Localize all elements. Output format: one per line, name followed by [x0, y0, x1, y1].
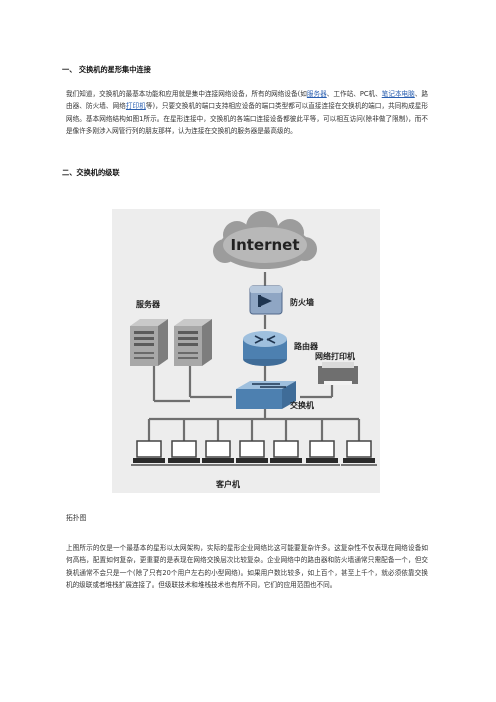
- internet-label: Internet: [230, 236, 299, 254]
- client-computer-icon: [341, 440, 377, 466]
- p1-text-d: 、路由器、防火墙、网络: [66, 90, 429, 111]
- topology-svg: Internet 防火墙 路由器 服务器: [130, 211, 377, 489]
- switch-icon: [236, 381, 296, 409]
- firewall-icon: [249, 285, 283, 315]
- client-computer-icon: [234, 440, 270, 466]
- printer-link[interactable]: 打印机: [125, 102, 146, 111]
- notebook-link[interactable]: 笔记本电脑: [381, 90, 415, 98]
- client-computer-icon: [200, 440, 236, 466]
- section1-paragraph: 我们知道，交换机的最基本功能和应用就是集中连接网络设备，所有的网络设备(如服务器…: [66, 88, 428, 137]
- cables: [147, 272, 361, 441]
- network-topology-diagram: Internet 防火墙 路由器 服务器: [112, 209, 380, 493]
- switch-label: 交换机: [290, 400, 314, 410]
- client-computer-icon: [166, 440, 202, 466]
- clients-label: 客户机: [215, 479, 240, 489]
- network-printer-icon: [318, 362, 358, 385]
- server-icon: [130, 319, 168, 366]
- p1-text-a: 我们知道，交换机的最基本功能和应用就是集中连接网络设备，所有的网络设备(如: [66, 90, 307, 98]
- server-link[interactable]: 服务器: [306, 90, 327, 98]
- printer-label: 网络打印机: [315, 351, 355, 361]
- firewall-label: 防火墙: [290, 297, 314, 307]
- section1-title: 一、 交换机的星形集中连接: [62, 65, 151, 74]
- paragraph-2: 上图所示的仅是一个最基本的星形以太网架构，实际的星形企业网络比这可能要复杂许多。…: [66, 544, 428, 589]
- section2-title: 二、交换机的级联: [62, 168, 120, 177]
- figure-caption: 拓扑图: [66, 514, 87, 522]
- servers-label: 服务器: [136, 299, 161, 309]
- server-icon: [174, 319, 212, 366]
- client-computer-icon: [304, 440, 340, 466]
- router-icon: [243, 331, 287, 366]
- router-label: 路由器: [294, 341, 319, 351]
- p1-text-e: 等)，只要交换机的端口支持相应设备的端口类型都可以直接连接在交换机的端口，共同构…: [66, 102, 428, 135]
- p1-text-b: 、工作站、PC: [326, 90, 369, 98]
- p1-text-c: 机、: [368, 90, 382, 98]
- client-computer-icon: [268, 440, 304, 466]
- client-computer-icon: [131, 440, 167, 466]
- internet-cloud-icon: Internet: [213, 211, 317, 269]
